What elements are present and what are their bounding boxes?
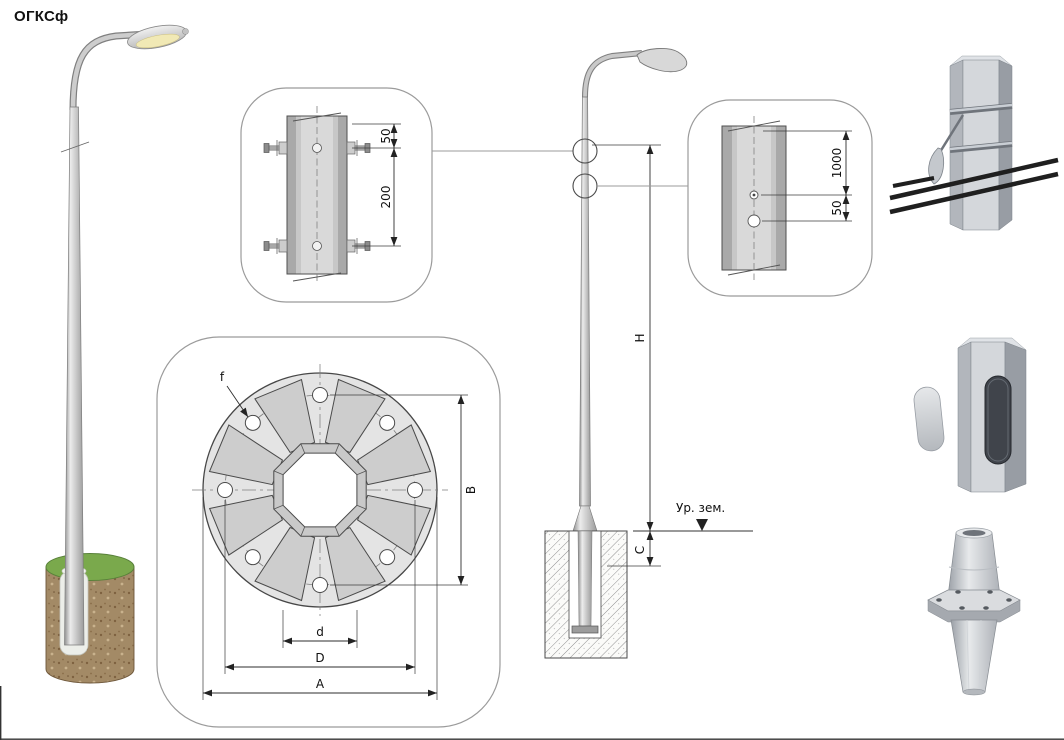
pole-section-strip-2 (721, 116, 787, 280)
pole-3d-render (45, 24, 189, 684)
elevation-pole-shaft (579, 96, 591, 507)
drain-hole (747, 214, 761, 228)
shoe-flange-side (927, 599, 1021, 623)
flange-plan-callout: f B d D A (156, 336, 501, 728)
dim-label-offset-50: 50 (379, 128, 393, 143)
foundation-3d (45, 553, 135, 684)
hatch-cover (913, 386, 945, 452)
dim-label-spacing-200: 200 (379, 186, 393, 209)
dim-label-f: f (220, 370, 225, 384)
sheet-frame (0, 686, 1064, 740)
flange-plate (192, 364, 448, 616)
ground-level-label: Ур. зем. (676, 501, 725, 515)
cable-2 (889, 171, 1059, 215)
grass-top (45, 553, 135, 581)
pole-break-mark (60, 141, 90, 153)
dim-label-50-2: 50 (830, 200, 844, 215)
clamp-detail-callout: 50 200 (240, 87, 573, 303)
elevation-lamp-arm (582, 50, 643, 98)
shoe-skirt (950, 619, 998, 693)
drawing-title: ОГКСф (14, 8, 69, 25)
hole-dimensions: 1000 50 (761, 130, 852, 222)
pole-section-strip (286, 106, 348, 284)
dim-label-B: B (464, 486, 478, 494)
detail-marker-circle-1 (572, 138, 598, 164)
cable-clamp-render (889, 55, 1059, 231)
hatch-opening (984, 375, 1012, 465)
shoe-bolt-holes (936, 590, 1012, 610)
pole-base-plate (571, 625, 599, 634)
dim-label-1000: 1000 (830, 148, 844, 179)
clamp-dimensions: 50 200 (352, 123, 401, 247)
access-hatch-render (913, 337, 1027, 493)
dim-label-D: D (315, 651, 324, 665)
dim-label-A: A (316, 677, 325, 691)
flange-dimensions: f B d D A (202, 370, 478, 700)
lamp-arm (69, 30, 149, 111)
lamp-head (127, 24, 189, 50)
elevation-lamp-head (636, 48, 688, 73)
elevation-pole-flare (572, 505, 598, 532)
cable-1 (889, 157, 1059, 201)
dim-label-d: d (316, 625, 324, 639)
hole-detail-callout: 1000 50 (597, 99, 873, 297)
ground-level-marker: Ур. зем. (633, 501, 753, 532)
pole-shaft (64, 106, 85, 646)
wedge-clamp (928, 147, 945, 185)
dim-label-C: C (633, 546, 647, 554)
foundation-section (544, 530, 628, 659)
dim-label-H: H (633, 333, 647, 342)
base-shoe-render (927, 527, 1021, 696)
embedded-pole (577, 530, 593, 627)
pole-elevation: Ур. зем. H C (544, 48, 753, 659)
pole-octagon-section (273, 443, 367, 537)
elevation-dimensions: H C (592, 144, 661, 567)
